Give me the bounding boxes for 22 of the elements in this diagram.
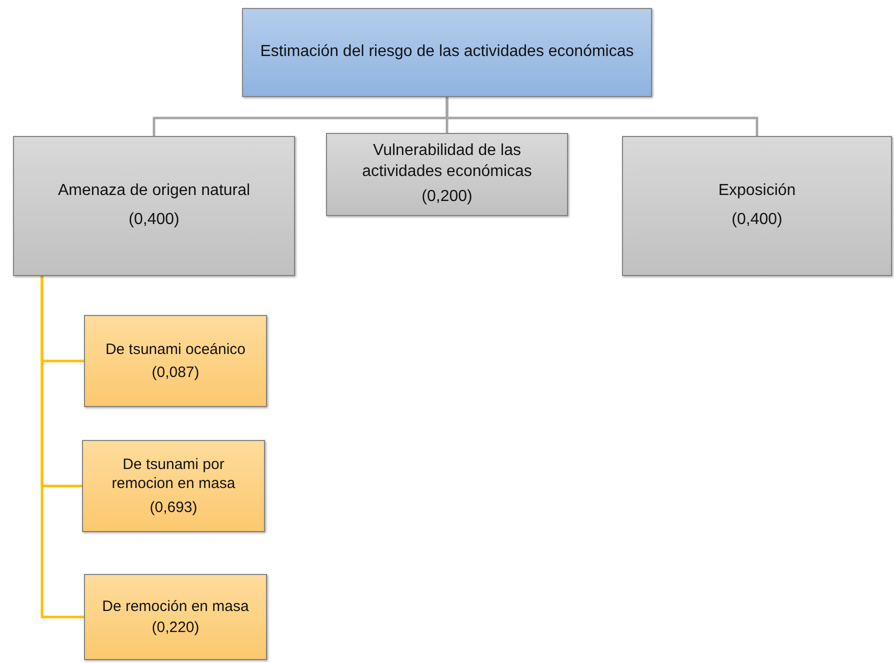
subcategory-box [84, 315, 267, 407]
box-title: Vulnerabilidad de las actividades económicas [361, 141, 533, 182]
weight-value: (0,400) [128, 210, 180, 230]
box-title: De tsunami oceánico [105, 340, 246, 359]
subcategory-box [84, 574, 267, 660]
category-box [13, 136, 295, 276]
weight-value: (0,400) [732, 210, 782, 230]
weight-value: (0,200) [422, 186, 472, 207]
box-title: De tsunami por remocion en masa [110, 454, 236, 494]
box-title: Amenaza de origen natural [58, 181, 250, 202]
weight-value: (0,087) [152, 363, 200, 382]
connector-line [40, 276, 84, 618]
category-box [622, 136, 892, 276]
connector-line [446, 97, 758, 136]
weight-value: (0,220) [152, 618, 200, 638]
category-box [326, 133, 568, 216]
subcategory-box [82, 440, 265, 532]
box-title: De remoción en masa [102, 596, 249, 616]
box-title: Exposición [718, 181, 796, 202]
root-box [242, 8, 652, 97]
weight-value: (0,693) [150, 498, 198, 518]
box-title: Estimación del riesgo de las actividades económicas [260, 42, 634, 62]
